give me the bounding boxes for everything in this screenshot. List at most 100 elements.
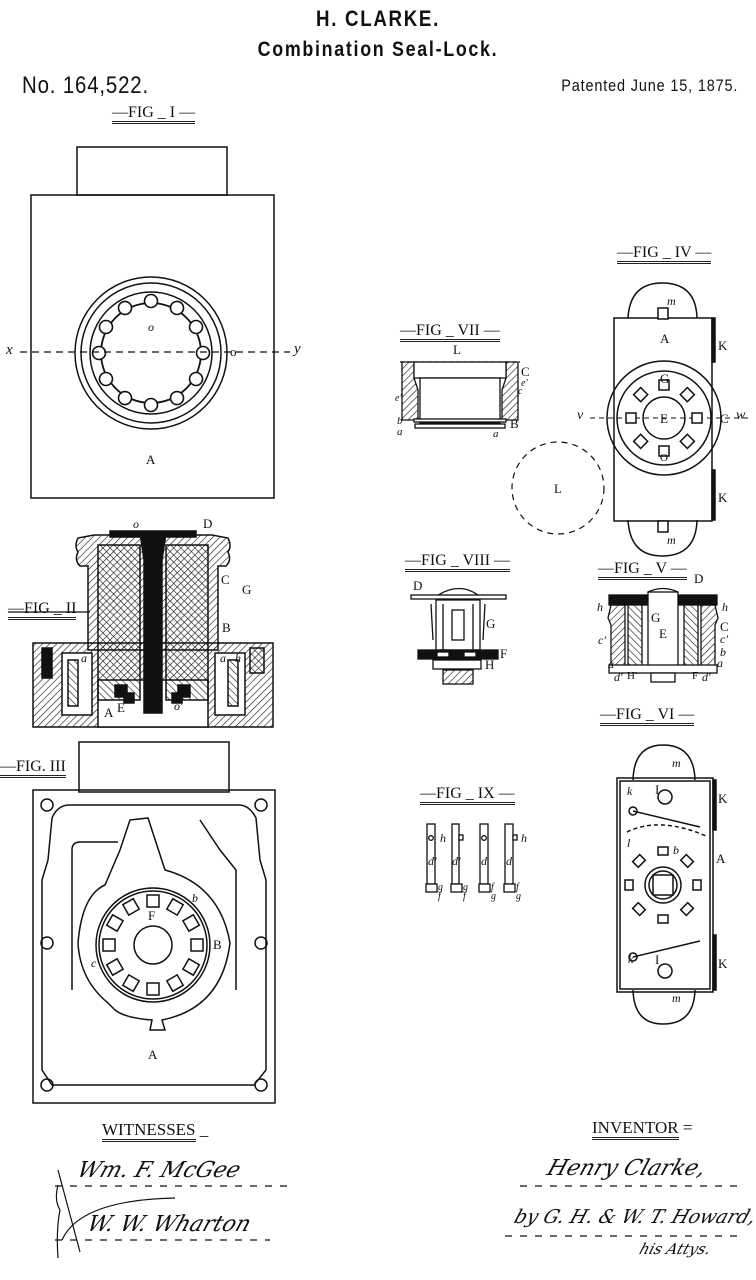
part-label: a [493,428,499,440]
part-label: a [608,657,614,671]
part-label: a [397,426,403,438]
part-label: K [718,490,728,505]
part-label: k [627,784,633,798]
part-label: m [672,756,681,770]
part-label: a [81,651,87,665]
pin-circle [195,345,211,361]
part-label: A [660,331,670,346]
part-label: H [485,657,495,672]
signature-lines [55,1169,745,1259]
tumbler [679,901,695,917]
pin-circle [143,397,159,413]
part-label: m [672,991,681,1005]
tumbler-slot [181,957,201,977]
figure-4-drawing [511,282,748,557]
tumbler-slot [190,938,204,952]
part-label: v [577,408,584,423]
figure-3-label: —FIG. III [0,758,66,778]
part-label: x [6,342,13,358]
part-label: e' [395,393,402,404]
part-label: b [397,415,403,427]
part-label: d' [452,854,461,868]
tumbler-rect [658,379,670,391]
tumbler-slot-rect [146,894,160,908]
part-label: I [655,952,660,967]
pin-circle [169,390,185,406]
tumbler-slot [121,973,141,993]
pin-circle [169,300,185,316]
tumbler-rect [624,879,634,891]
part-label: d' [428,854,437,868]
figure-7-drawing [400,361,520,429]
tumbler-slot [102,938,116,952]
part-label: A [104,705,114,720]
tumbler-slot [181,913,201,933]
pin-circle [117,300,133,316]
inventor-label: INVENTOR = [592,1118,692,1140]
part-label: g [438,882,443,893]
part-label: I [655,782,660,797]
figure-6-drawing [616,744,717,1025]
tumbler [632,433,649,450]
witnesses-label: WITNESSES _ [102,1120,208,1142]
attorney-note: his Attys. [637,1240,714,1258]
part-label: g [491,891,496,902]
pin-circle [91,345,107,361]
part-label: d' [702,670,711,684]
tumbler-rect [631,901,647,917]
figure-1-label: —FIG _ I — [112,104,196,124]
part-label: c [518,386,523,397]
figure-1-drawing [20,146,290,499]
pin-circle [98,371,114,387]
part-label: f [516,882,519,893]
part-label: y [294,341,301,357]
part-label: E [117,700,125,715]
tumbler-rect [658,445,670,457]
witness-signature-2: W. W. Wharton [83,1212,255,1237]
part-label: h [235,651,241,665]
tumbler-slot-rect [165,973,185,993]
tumbler-slot [146,982,160,996]
witness-signature-1: Wm. F. McGee [73,1158,244,1183]
attorney-signature: by G. H. & W. T. Howard, [511,1206,756,1228]
part-label: D [413,578,423,593]
invention-title: Combination Seal-Lock. [257,38,499,61]
figure-1-pin-ring [91,293,211,413]
part-label: A [148,1047,158,1062]
part-label: H' [627,670,637,682]
tumbler-rect [679,433,696,450]
part-label: m [667,294,676,308]
part-label: B [510,416,519,431]
tumbler-rect [631,853,647,869]
part-label: f [463,891,466,902]
part-label: O [660,452,668,464]
tumbler-rect [691,412,703,424]
tumbler [679,853,695,869]
tumbler [658,445,670,457]
part-label: g [463,882,468,893]
tumbler-rect [679,901,695,917]
figure-5-drawing [607,587,719,683]
tumbler [632,386,649,403]
part-label: E [659,626,667,641]
tumbler-rect [692,879,702,891]
part-label: m [667,533,676,547]
part-label: D [694,571,704,586]
tumbler-slot-rect [102,938,116,952]
part-label: G [651,610,661,625]
tumbler [692,879,702,891]
part-label: A [716,851,726,866]
tumbler-rect [632,386,649,403]
tumbler-rect [679,853,695,869]
part-label: o [133,517,139,531]
tumbler-slot [105,913,125,933]
part-label: o' [174,699,183,713]
figure-7-label: —FIG _ VII — [400,322,500,342]
tumbler-slot [146,894,160,908]
part-label: D [203,516,213,531]
figure-6-label: —FIG _ VI — [600,706,695,726]
part-label: a [220,651,226,665]
pin-circle [98,319,114,335]
patent-date: Patented June 15, 1875. [560,76,738,95]
